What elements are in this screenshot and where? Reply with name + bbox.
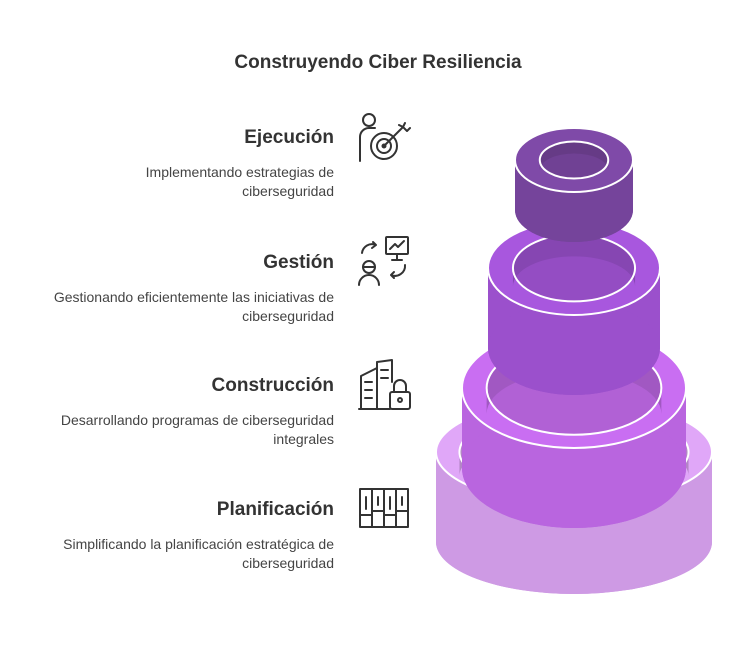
buildings-lock-icon xyxy=(358,359,411,410)
level-description: Gestionando eficientemente las iniciativ… xyxy=(53,289,334,324)
level-construccion: Construcción Desarrollando programas de … xyxy=(4,375,334,449)
level-ejecucion: Ejecución Implementando estrategias de c… xyxy=(4,127,334,201)
level-description: Implementando estrategias de ciberseguri… xyxy=(145,164,334,199)
level-gestion: Gestión Gestionando eficientemente las i… xyxy=(4,252,334,326)
level-heading: Construcción xyxy=(211,375,334,396)
level-description: Simplificando la planificación estratégi… xyxy=(63,536,334,571)
level-heading: Ejecución xyxy=(244,127,334,148)
level-heading: Planificación xyxy=(216,499,334,520)
page-title: Construyendo Ciber Resiliencia xyxy=(234,52,522,73)
ring-gestion xyxy=(487,220,661,395)
level-heading: Gestión xyxy=(263,252,334,273)
binders-icon xyxy=(359,488,409,528)
person-chart-cycle-icon xyxy=(358,236,409,286)
level-description: Desarrollando programas de cibersegurida… xyxy=(60,412,334,447)
level-planificacion: Planificación Simplificando la planifica… xyxy=(4,499,334,573)
person-target-icon xyxy=(359,113,411,162)
ring-ejecucion xyxy=(514,127,634,242)
